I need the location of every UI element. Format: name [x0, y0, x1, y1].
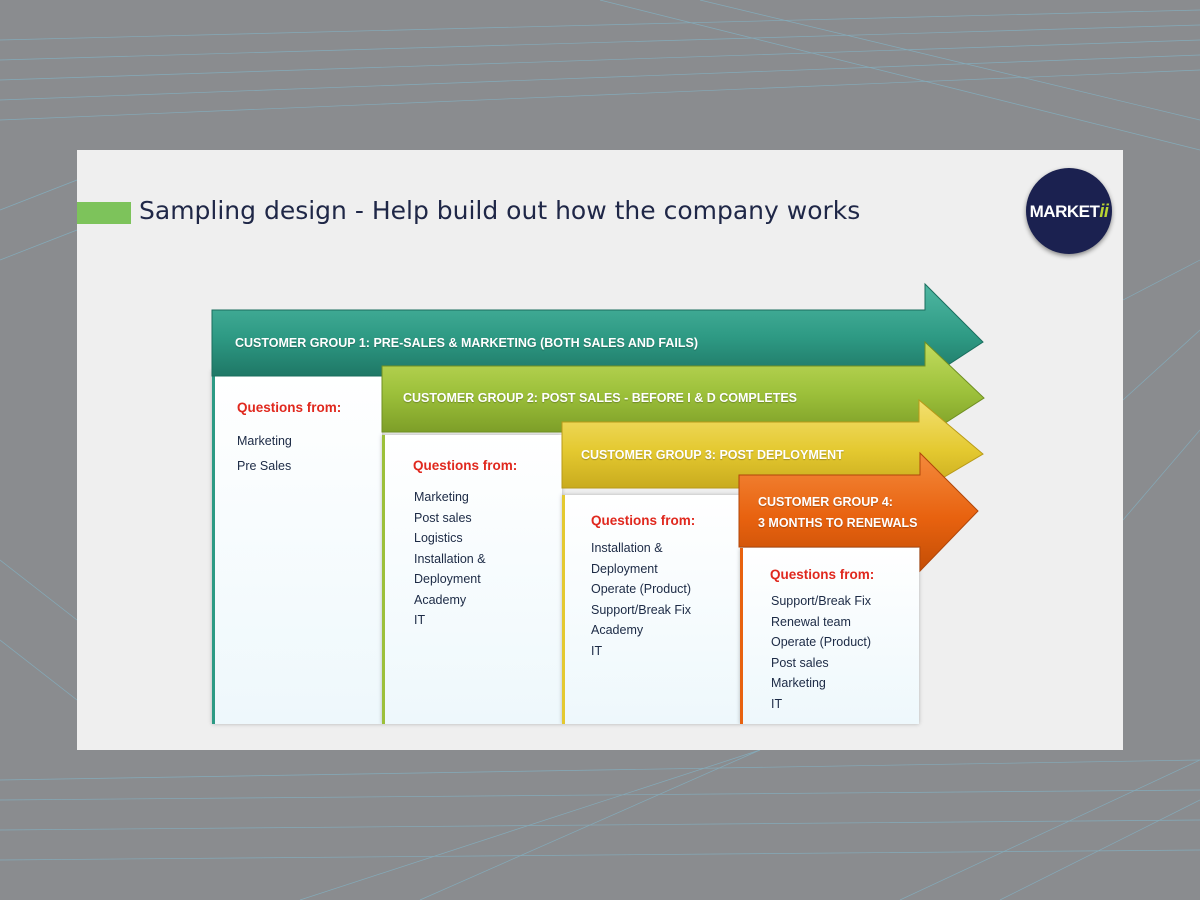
group-1-questions-heading: Questions from:	[237, 400, 342, 415]
title-accent-bar	[77, 202, 131, 224]
group-4-questions-heading: Questions from:	[770, 567, 875, 582]
list-item: Operate (Product)	[771, 635, 872, 649]
list-item: Post sales	[414, 510, 472, 525]
group-3-column: Questions from: Installation & Deploymen…	[562, 495, 740, 724]
marketii-logo: MARKETii	[1026, 168, 1112, 254]
list-item: Support/Break Fix	[591, 602, 692, 617]
slide-title: Sampling design - Help build out how the…	[139, 196, 861, 225]
group-2-questions-heading: Questions from:	[413, 458, 518, 473]
group-4-column: Questions from: Support/Break Fix Renewa…	[740, 548, 919, 724]
group-1-list: Marketing Pre Sales	[237, 431, 292, 476]
list-item: Marketing	[414, 490, 469, 504]
list-item: Renewal team	[771, 614, 851, 629]
list-item: Academy	[591, 623, 644, 637]
list-item: IT	[414, 613, 426, 627]
list-item: IT	[591, 643, 603, 658]
list-item: Installation &	[414, 551, 486, 566]
slide: Sampling design - Help build out how the…	[77, 150, 1123, 750]
list-item: Installation &	[591, 541, 663, 555]
group-4-arrow-label-line-2: 3 MONTHS TO RENEWALS	[758, 516, 918, 530]
list-item: Logistics	[414, 531, 463, 545]
group-1-arrow	[211, 282, 984, 381]
group-3-questions-heading: Questions from:	[591, 513, 696, 528]
group-1-arrow-label: CUSTOMER GROUP 1: PRE-SALES & MARKETING …	[235, 336, 698, 350]
logo-main-text: MARKET	[1029, 201, 1100, 221]
group-2-column: Questions from: Marketing Post sales Log…	[382, 435, 562, 724]
list-item: Academy	[414, 592, 467, 607]
list-item: Marketing	[771, 676, 826, 690]
list-item: Support/Break Fix	[771, 594, 872, 608]
group-3-list: Installation & Deployment Operate (Produ…	[591, 538, 691, 661]
group-4-arrow-label-line-1: CUSTOMER GROUP 4:	[758, 495, 893, 509]
group-4-list: Support/Break Fix Renewal team Operate (…	[771, 591, 871, 714]
group-2-arrow	[381, 340, 985, 437]
logo-accent-text: ii	[1099, 200, 1109, 221]
list-item: Pre Sales	[237, 458, 292, 473]
group-2-list: Marketing Post sales Logistics Installat…	[414, 487, 486, 631]
list-item: Marketing	[237, 434, 292, 448]
group-3-arrow	[561, 398, 984, 493]
list-item: IT	[771, 696, 783, 711]
list-item: Operate (Product)	[591, 582, 692, 596]
group-4-arrow	[738, 451, 979, 573]
group-3-arrow-label: CUSTOMER GROUP 3: POST DEPLOYMENT	[581, 448, 844, 462]
list-item: Deployment	[591, 561, 658, 576]
group-2-arrow-label: CUSTOMER GROUP 2: POST SALES - BEFORE I …	[403, 391, 798, 405]
list-item: Deployment	[414, 572, 481, 586]
group-1-column: Questions from: Marketing Pre Sales	[212, 370, 382, 724]
list-item: Post sales	[771, 655, 829, 670]
